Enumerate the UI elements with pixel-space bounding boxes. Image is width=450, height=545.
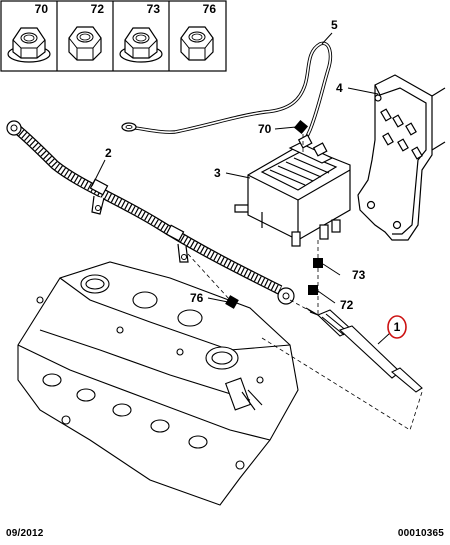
legend-label-72: 72: [91, 2, 105, 16]
hex-nut-icon: [180, 26, 214, 61]
fastener-markers: [225, 119, 323, 309]
wiring-harness-part-2: [6, 120, 295, 305]
callout-73: 73: [352, 268, 366, 282]
footer-reference: 00010365: [397, 528, 444, 539]
callout-3: 3: [214, 166, 221, 180]
hex-nut-icon: [7, 27, 51, 63]
earth-wire-part-5: [121, 41, 333, 153]
highlight-circle: [387, 315, 407, 339]
bracket-part-4: [357, 74, 446, 241]
legend-label-70: 70: [35, 2, 49, 16]
leader-lines: [187, 128, 423, 431]
callout-70: 70: [258, 122, 272, 136]
callout-2: 2: [105, 146, 112, 160]
relay-part-3: [234, 134, 351, 247]
callout-72: 72: [340, 298, 354, 312]
callout-4: 4: [336, 81, 343, 95]
callout-1: 1: [394, 320, 401, 334]
cylinder-head: [17, 261, 299, 506]
hex-nut-icon: [68, 26, 102, 61]
hardware-legend: 70 72 73 76: [0, 0, 227, 72]
glow-plug-part-1: [305, 307, 423, 393]
legend-label-73: 73: [147, 2, 161, 16]
legend-label-76: 76: [203, 2, 217, 16]
callouts: 5 4 3 2 70 73 72 76 1: [91, 18, 407, 345]
hex-nut-icon: [119, 27, 163, 63]
callout-76: 76: [190, 291, 204, 305]
callout-5: 5: [331, 18, 338, 32]
footer-date: 09/2012: [6, 528, 44, 539]
